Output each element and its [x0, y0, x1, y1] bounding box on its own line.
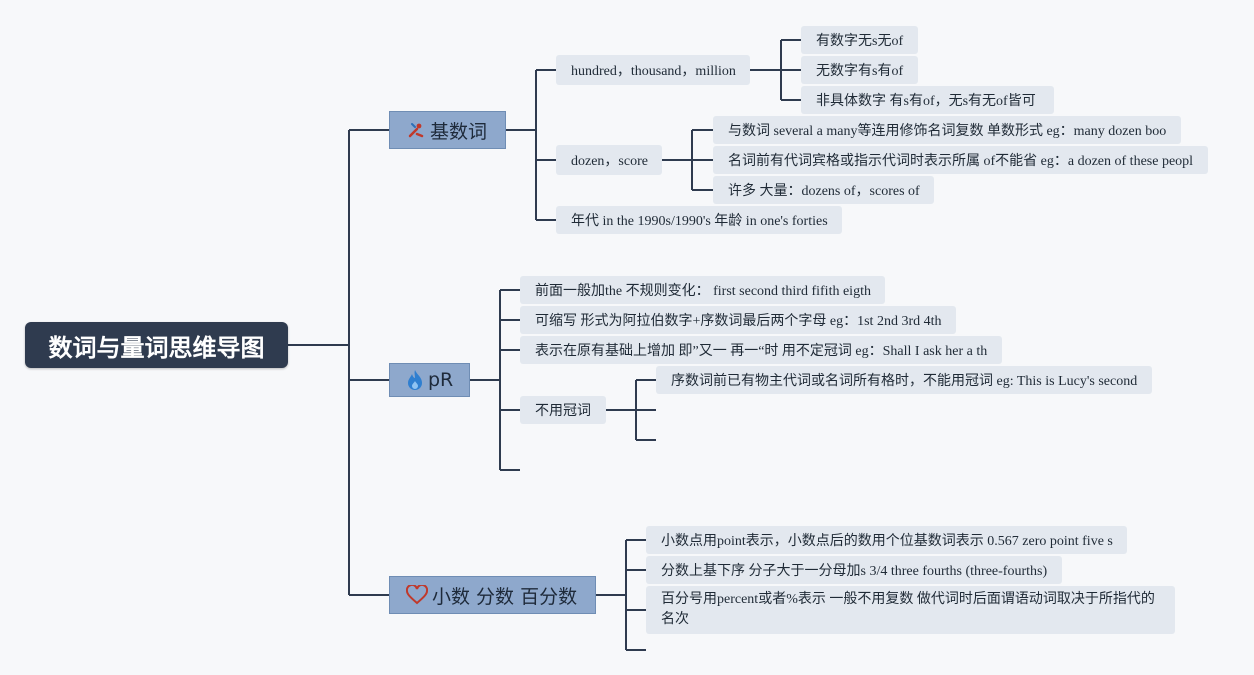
branch-cardinal[interactable]: 基数词: [389, 111, 506, 149]
leaf-dozen-rule-1[interactable]: 与数词 several a many等连用修饰名词复数 单数形式 eg：many…: [713, 116, 1181, 144]
leaf-decimal-rule-2[interactable]: 分数上基下序 分子大于一分母加s 3/4 three fourths (thre…: [646, 556, 1062, 584]
leaf-dozen-rule-3[interactable]: 许多 大量：dozens of，scores of: [713, 176, 934, 204]
leaf-hundred-rule-1[interactable]: 有数字无s无of: [801, 26, 918, 54]
leaf-years-ages[interactable]: 年代 in the 1990s/1990's 年龄 in one's forti…: [556, 206, 842, 234]
leaf-hundred-rule-2[interactable]: 无数字有s有of: [801, 56, 918, 84]
leaf-decimal-rule-3[interactable]: 百分号用percent或者%表示 一般不用复数 做代词时后面谓语动词取决于所指代…: [646, 586, 1175, 634]
branch-cardinal-label: 基数词: [430, 120, 488, 143]
branch-ordinal-label: pR: [428, 369, 454, 391]
leaf-no-article[interactable]: 不用冠词: [520, 396, 606, 424]
root-node[interactable]: 数词与量词思维导图: [25, 322, 288, 368]
leaf-dozen[interactable]: dozen，score: [556, 145, 662, 175]
root-title: 数词与量词思维导图: [48, 333, 265, 362]
branch-decimal[interactable]: 小数 分数 百分数: [389, 576, 596, 614]
leaf-ordinal-rule-1[interactable]: 前面一般加the 不规则变化： first second third fifit…: [520, 276, 885, 304]
leaf-ordinal-rule-2[interactable]: 可缩写 形式为阿拉伯数字+序数词最后两个字母 eg：1st 2nd 3rd 4t…: [520, 306, 956, 334]
heart-icon: [406, 585, 428, 605]
tools-icon: [406, 120, 426, 140]
leaf-dozen-rule-2[interactable]: 名词前有代词宾格或指示代词时表示所属 of不能省 eg：a dozen of t…: [713, 146, 1208, 174]
leaf-no-article-rule-1[interactable]: 序数词前已有物主代词或名词所有格时，不能用冠词 eg: This is Lucy…: [656, 366, 1152, 394]
leaf-ordinal-rule-3[interactable]: 表示在原有基础上增加 即”又一 再一“时 用不定冠词 eg：Shall I as…: [520, 336, 1002, 364]
branch-decimal-label: 小数 分数 百分数: [432, 585, 578, 608]
branch-ordinal[interactable]: pR: [389, 363, 470, 397]
leaf-hundred-rule-3[interactable]: 非具体数字 有s有of，无s有无of皆可: [801, 86, 1054, 114]
leaf-decimal-rule-1[interactable]: 小数点用point表示，小数点后的数用个位基数词表示 0.567 zero po…: [646, 526, 1127, 554]
fire-icon: [406, 369, 424, 391]
leaf-hundred[interactable]: hundred，thousand，million: [556, 55, 750, 85]
